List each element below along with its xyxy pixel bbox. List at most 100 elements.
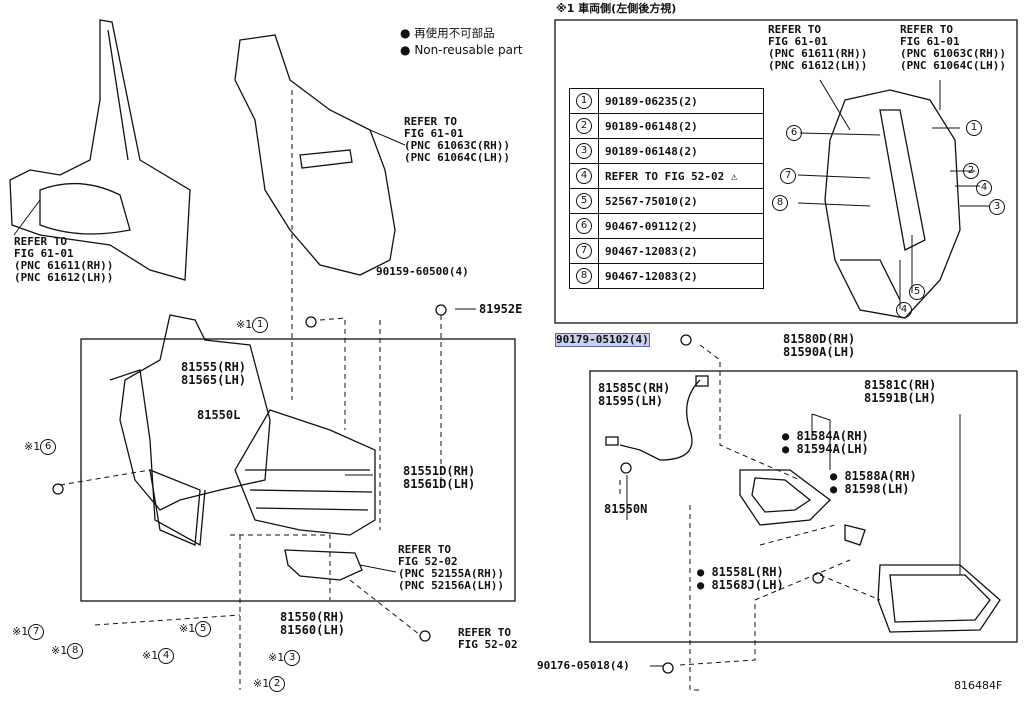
label-line: 81561D(LH) bbox=[403, 477, 476, 491]
refer-line: (PNC 52155A(RH)) bbox=[398, 567, 504, 580]
table-row: 4 REFER TO FIG 52-02 ⚠ bbox=[569, 163, 764, 189]
circled-number: 3 bbox=[284, 650, 301, 666]
circled-number: 3 bbox=[576, 143, 592, 159]
table-row: 2 90189-06148(2) bbox=[569, 113, 764, 139]
refer-line: FIG 52-02 bbox=[398, 555, 458, 568]
table-row: 7 90467-12083(2) bbox=[569, 238, 764, 264]
bullet-icon: ● bbox=[400, 43, 411, 57]
label-line: 81550(RH) bbox=[280, 610, 346, 624]
circled-number: 6 bbox=[576, 218, 592, 234]
note-mark: ※1 bbox=[268, 651, 285, 664]
circled-number: 4 bbox=[576, 168, 592, 184]
inset-callout: 3 bbox=[989, 199, 1005, 215]
circled-number: 5 bbox=[576, 193, 592, 209]
refer-line: (PNC 61611(RH)) bbox=[768, 47, 868, 60]
refer-line: (PNC 61064C(LH)) bbox=[404, 151, 510, 164]
circled-number: 7 bbox=[28, 624, 45, 640]
label-line: 81581C(RH) bbox=[864, 378, 937, 392]
part-label-81585C: 81585C(RH)81595(LH) bbox=[598, 382, 670, 408]
inset-callout: 5 bbox=[909, 284, 925, 300]
circled-number: 8 bbox=[576, 268, 592, 284]
label-line: 81594A(LH) bbox=[796, 442, 869, 456]
table-cell-text: REFER TO FIG 52-02 bbox=[605, 169, 725, 183]
refer-line: REFER TO bbox=[458, 626, 511, 639]
refer-line: REFER TO bbox=[404, 115, 457, 128]
part-label-81558L: ● 81558L(RH)● 81568J(LH) bbox=[697, 565, 784, 592]
table-cell: 90467-12083(2) bbox=[598, 263, 764, 289]
part-label-81550N: 81550N bbox=[604, 502, 648, 516]
refer-line: FIG 61-01 bbox=[14, 247, 74, 260]
part-label-81952E: 81952E bbox=[479, 302, 523, 316]
circled-number: 6 bbox=[40, 439, 57, 455]
label-line: 81551D(RH) bbox=[403, 464, 476, 478]
refer-line: REFER TO bbox=[398, 543, 451, 556]
refer-line: REFER TO bbox=[768, 23, 821, 36]
warning-triangle-icon: ⚠ bbox=[730, 169, 738, 183]
label-line: 81560(LH) bbox=[280, 623, 346, 637]
refer-line: (PNC 61063C(RH)) bbox=[404, 139, 510, 152]
refer-line: (PNC 61612(LH)) bbox=[768, 59, 868, 72]
part-label-81588A: ● 81588A(RH)● 81598(LH) bbox=[830, 469, 917, 496]
part-label-90179-highlighted[interactable]: 90179-05102(4) bbox=[555, 333, 650, 347]
refer-line: (PNC 52156A(LH)) bbox=[398, 579, 504, 592]
inset-callout: 7 bbox=[780, 168, 796, 184]
note-mark: ※1 bbox=[236, 318, 253, 331]
label-line: 81590A(LH) bbox=[783, 345, 856, 359]
refer-line: FIG 61-01 bbox=[768, 35, 828, 48]
refer-line: (PNC 61611(RH)) bbox=[14, 259, 114, 272]
part-label-90176: 90176-05018(4) bbox=[537, 659, 630, 672]
table-cell: REFER TO FIG 52-02 ⚠ bbox=[598, 163, 764, 189]
note-mark: ※1 bbox=[179, 622, 196, 635]
refer-line: FIG 52-02 bbox=[458, 638, 518, 651]
circled-number: 2 bbox=[269, 676, 286, 692]
part-label-81581C: 81581C(RH)81591B(LH) bbox=[864, 379, 936, 405]
note-mark: ※1 bbox=[51, 644, 68, 657]
part-label-81584A: ● 81584A(RH)● 81594A(LH) bbox=[782, 429, 869, 456]
inset-callout: 4 bbox=[896, 302, 912, 318]
label-line: 81588A(RH) bbox=[844, 469, 917, 483]
note-mark: ※1 bbox=[24, 440, 41, 453]
part-label-81580D: 81580D(RH)81590A(LH) bbox=[783, 333, 855, 359]
legend-en: ● Non-reusable part bbox=[400, 44, 523, 56]
note-mark: ※1 bbox=[12, 625, 29, 638]
inset-callout: 2 bbox=[963, 163, 979, 179]
table-row: 8 90467-12083(2) bbox=[569, 263, 764, 289]
circled-number: 1 bbox=[252, 317, 269, 333]
circled-number: 8 bbox=[67, 643, 84, 659]
refer-line: FIG 61-01 bbox=[404, 127, 464, 140]
refer-line: (PNC 61064C(LH)) bbox=[900, 59, 1006, 72]
label-line: 81558L(RH) bbox=[711, 565, 784, 579]
legend-ja-text: 再使用不可部品 bbox=[414, 26, 495, 40]
table-cell: 52567-75010(2) bbox=[598, 188, 764, 214]
label-line: 81580D(RH) bbox=[783, 332, 856, 346]
table-cell: 90189-06148(2) bbox=[598, 113, 764, 139]
part-label-81555: 81555(RH)81565(LH) bbox=[181, 361, 246, 387]
table-cell: 90467-09112(2) bbox=[598, 213, 764, 239]
figure-number: 816484F bbox=[954, 679, 1003, 692]
refer-line: (PNC 61063C(RH)) bbox=[900, 47, 1006, 60]
part-label-90159: 90159-60500(4) bbox=[376, 265, 469, 278]
circled-number: 2 bbox=[576, 118, 592, 134]
circled-number: 7 bbox=[576, 243, 592, 259]
label-line: 81568J(LH) bbox=[711, 578, 784, 592]
table-cell: 90467-12083(2) bbox=[598, 238, 764, 264]
table-cell: 90189-06148(2) bbox=[598, 138, 764, 164]
label-line: 81584A(RH) bbox=[796, 429, 869, 443]
label-line: 81585C(RH) bbox=[598, 381, 671, 395]
refer-line: (PNC 61612(LH)) bbox=[14, 271, 114, 284]
